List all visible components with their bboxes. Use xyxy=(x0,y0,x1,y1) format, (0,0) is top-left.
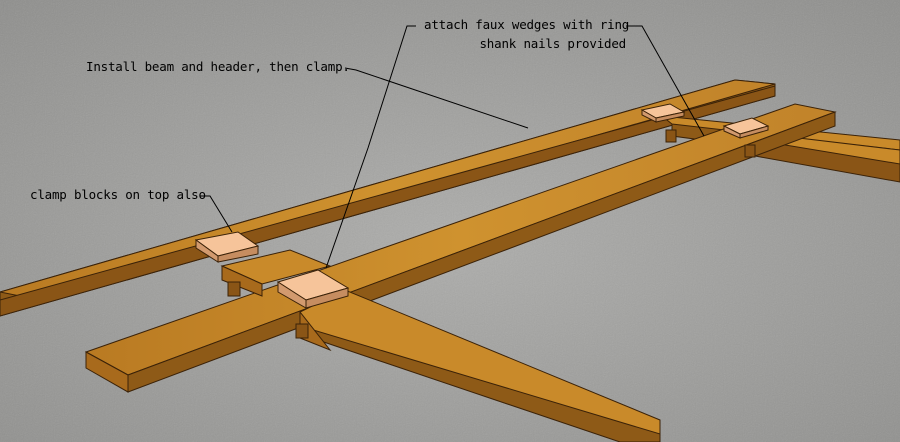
leader-wedges-right xyxy=(626,25,705,137)
faux-wedge-right xyxy=(744,144,756,158)
wedges-annotation-line1: attach faux wedges with ring xyxy=(424,17,630,32)
clamp-block-back xyxy=(640,103,686,123)
back-beam xyxy=(0,79,776,317)
leader-clamp xyxy=(200,195,233,233)
left-header xyxy=(220,249,661,442)
faux-wedge-mid xyxy=(295,323,309,339)
clamp-block-center xyxy=(276,269,350,309)
faux-wedge-back xyxy=(665,129,677,143)
install-annotation: Install beam and header, then clamp. xyxy=(86,59,350,74)
leader-install xyxy=(344,67,529,129)
leader-wedges-left xyxy=(325,25,416,269)
clamp-blocks-annotation: clamp blocks on top also xyxy=(30,187,206,202)
clamp-block-left xyxy=(194,231,260,263)
clamp-block-right xyxy=(722,117,770,139)
leader-lines xyxy=(200,25,705,269)
faux-wedge-left xyxy=(227,281,241,297)
wedges-annotation-line2: shank nails provided xyxy=(479,36,626,51)
